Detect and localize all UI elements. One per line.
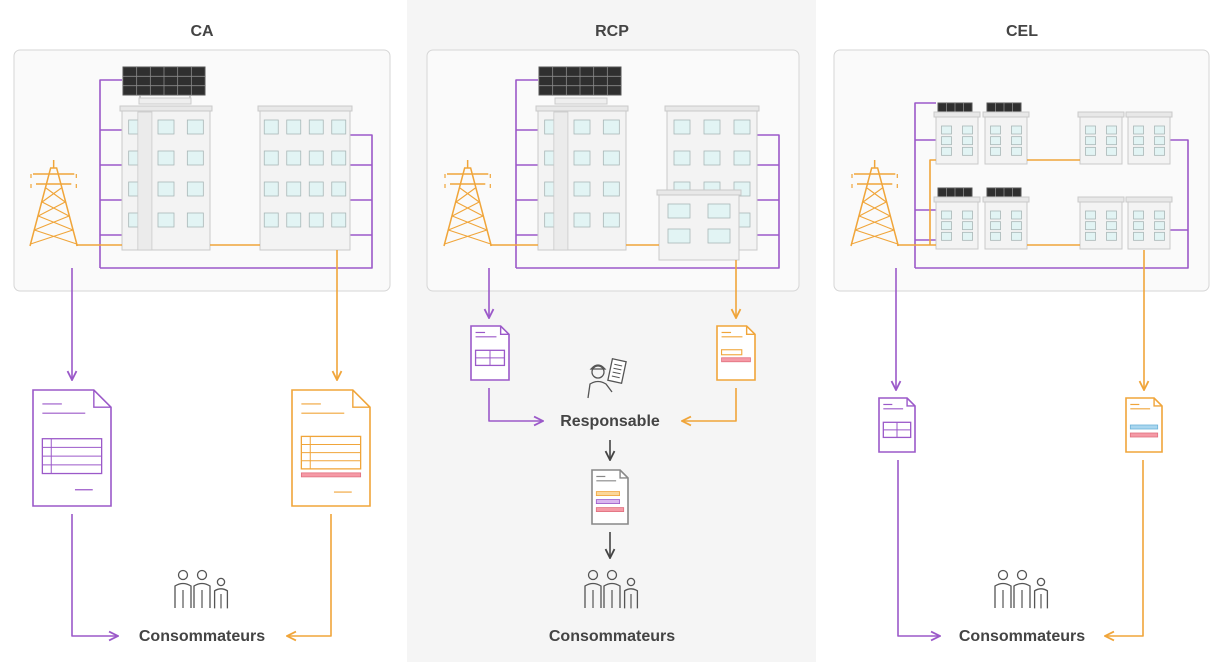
rcp-panel (443, 66, 780, 609)
cel-purple-bus (914, 102, 936, 268)
pylon-icon (443, 160, 493, 247)
consumers-icon (174, 569, 229, 609)
manager-icon (587, 358, 627, 399)
rcp-manager-label: Responsable (560, 413, 660, 430)
building-icon (933, 111, 981, 165)
solar-panel-icon (937, 102, 973, 113)
solar-panel-icon (937, 187, 973, 198)
ca-purple-to-consumers (71, 514, 118, 636)
ca-purple-bus (99, 79, 122, 268)
consumers-icon (584, 569, 639, 609)
cel-building-box (833, 49, 1210, 292)
panel-title-ca: CA (190, 23, 214, 40)
building-icon (1077, 111, 1125, 165)
invoice-icon (32, 389, 112, 507)
cel-purple-to-consumers (897, 460, 940, 636)
cel-purple-return (915, 139, 1189, 269)
ca-orange-to-consumers (287, 514, 332, 636)
ca-purple-return (100, 134, 373, 269)
building-icon (982, 196, 1030, 250)
building-icon (1125, 196, 1173, 250)
roof-unit (554, 97, 608, 105)
rcp-purple-bus (515, 79, 538, 268)
ca-consumers-label: Consommateurs (139, 628, 265, 645)
invoice-icon (291, 389, 371, 507)
building-icon (1125, 111, 1173, 165)
cel-orange-to-consumers (1105, 460, 1144, 636)
cel-panel (850, 102, 1189, 636)
panel-title-rcp: RCP (595, 23, 629, 40)
invoice-icon (878, 397, 916, 453)
invoice-icon (591, 469, 629, 525)
invoice-icon (716, 325, 756, 381)
cel-orange-grid (929, 159, 936, 245)
building-icon (257, 105, 353, 251)
rcp-purple-return (516, 134, 780, 269)
building-icon (119, 105, 213, 251)
rcp-purple-to-manager (488, 388, 543, 421)
consumers-icon (994, 569, 1049, 609)
building-icon (1077, 196, 1125, 250)
panel-title-cel: CEL (1006, 23, 1038, 40)
pylon-icon (29, 160, 79, 247)
building-icon (656, 189, 742, 261)
rcp-orange-to-manager (682, 388, 737, 421)
invoice-icon (470, 325, 510, 381)
rcp-consumers-label: Consommateurs (549, 628, 675, 645)
solar-panel-icon (986, 187, 1022, 198)
building-icon (933, 196, 981, 250)
invoice-icon (1125, 397, 1163, 453)
building-icon (982, 111, 1030, 165)
building-icon (535, 105, 629, 251)
solar-panel-icon (538, 66, 622, 96)
pylon-icon (850, 160, 900, 247)
cel-consumers-label: Consommateurs (959, 628, 1085, 645)
solar-panel-icon (122, 66, 206, 96)
ca-panel (29, 66, 373, 636)
solar-panel-icon (986, 102, 1022, 113)
roof-unit (138, 97, 192, 105)
